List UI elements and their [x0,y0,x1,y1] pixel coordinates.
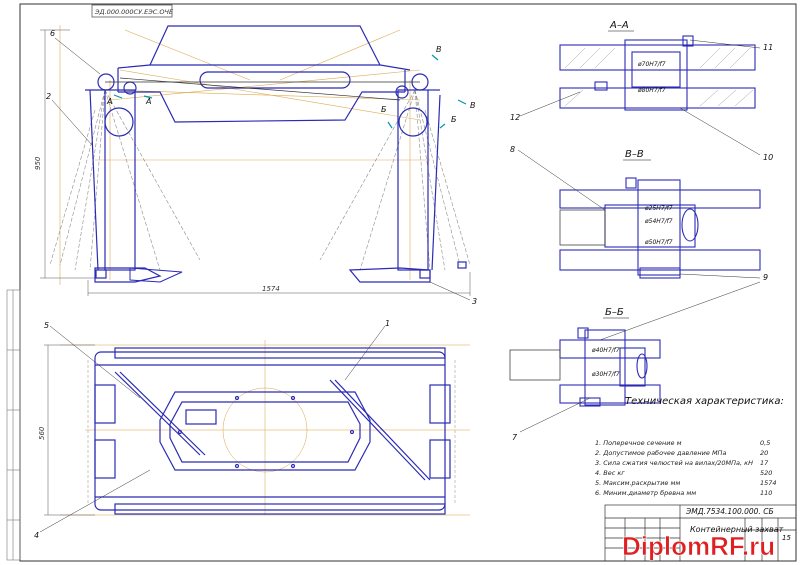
side-strip [6,289,21,561]
callout-11: 11 [763,43,773,52]
stamp-top-text: ЭД.000.000СУ.ЕЭС.ОЧЕ [94,8,174,16]
plan-frame [94,347,451,515]
callout-1: 1 [385,319,390,328]
callout-6: 6 [50,29,55,38]
callout-8: 8 [510,145,515,154]
fit-vv-top: ø25Н7/f7 [644,205,673,212]
spec-row-2-label: 2. Допустимое рабочее давление МПа [595,449,726,457]
plan-view: 560 5 1 4 [34,319,470,540]
section-vv-shaft [559,209,606,246]
stamp-top-left: ЭД.000.000СУ.ЕЭС.ОЧЕ [91,4,174,18]
spec-title: Техническая характеристика: [625,396,784,407]
fit-aa-top: ø70Н7/f7 [637,61,666,68]
fit-bb-top: ø40Н7/f7 [591,347,620,354]
cut-mark-b-left: Б [381,105,387,114]
spec-row-3-label: 3. Сила сжатия челюстей на вилах/20МПа, … [595,459,753,467]
spec-row-4-value: 520 [760,469,772,477]
fit-vv-mid: ø54Н7/f7 [644,218,673,225]
jaw-swing-lines [49,89,471,271]
plan-construction [60,340,470,516]
section-aa-hatch [564,47,754,107]
leaders-aa [519,39,761,156]
leaders-plan [39,325,386,533]
right-column [348,73,467,283]
spec-row-1-label: 1. Поперечное сечение м [595,439,682,447]
dim-front-height [40,29,95,279]
leaders-bb [519,281,761,433]
callout-12: 12 [510,113,520,122]
cut-mark-v-top: В [436,45,442,54]
leaders-vv [517,149,761,279]
section-vv-title: В–В [625,149,644,160]
dim-front-width-label: 1574 [262,285,280,293]
section-bb-title: Б–Б [605,307,624,318]
spec-row-1-value: 0,5 [760,439,770,447]
callout-5: 5 [44,321,49,330]
title-block-code: ЭМД.7534.100.000. СБ [685,507,774,516]
dim-plan-height-label: 560 [38,426,46,440]
section-aa-title: А–А [609,20,629,31]
spec-row-5-label: 5. Максим.раскрытие мм [595,479,680,487]
construction-lines [59,25,430,285]
title-block-name: Контейнерный захват [690,525,784,534]
section-aa-body [559,35,756,111]
section-vv-body [559,177,761,279]
cut-marks [113,54,467,129]
section-bb-body [559,327,661,407]
spec-row-4-label: 4. Вес кг [595,469,625,477]
dim-plan-height [44,344,95,516]
callout-7: 7 [512,433,518,442]
left-jaw [129,267,183,283]
fit-bb-bottom: ø30Н7/f7 [591,371,620,378]
callout-3: 3 [472,297,477,306]
cut-mark-v-right: В [470,101,476,110]
sheet-frame [19,3,797,562]
section-aa: А–А ø70Н7/f7 ø80Н7/f7 11 12 10 [510,20,773,162]
callout-10: 10 [763,153,773,162]
front-view: 950 1574 А А Б Б В В 6 2 3 [34,25,477,306]
title-block-sheet: 15 [782,534,791,542]
spec-row-6-value: 110 [760,489,772,497]
watermark: DiplomRF.ru [622,531,775,561]
section-vv: В–В ø25Н7/f7 ø54Н7/f7 ø50Н7/f7 8 9 [510,145,768,282]
cylinder-rods [105,77,420,101]
dim-front-width [87,272,471,296]
leaders-front [51,37,471,301]
spec-row-3-value: 17 [760,459,769,467]
section-bb-shaft [509,349,561,381]
callout-4: 4 [34,531,39,540]
dim-front-height-label: 950 [34,156,42,170]
callout-2: 2 [46,92,51,101]
top-beam [117,25,411,123]
callout-9: 9 [763,273,768,282]
fit-vv-bottom: ø50Н7/f7 [644,239,673,246]
section-bb: Б–Б ø40Н7/f7 ø30Н7/f7 7 [509,281,761,442]
spec-row-6-label: 6. Миним.диаметр бревна мм [595,489,696,497]
cut-mark-a-left: А [106,97,112,106]
spec-row-5-value: 1574 [760,479,777,487]
plan-side-dashes [87,360,456,505]
fit-aa-bottom: ø80Н7/f7 [637,87,666,94]
title-block [604,504,797,562]
spec-row-2-value: 20 [760,449,768,457]
spec-block: Техническая характеристика: 1. Поперечно… [595,396,784,497]
cut-mark-b-right: Б [451,115,457,124]
cut-mark-a-right: А [145,97,151,106]
